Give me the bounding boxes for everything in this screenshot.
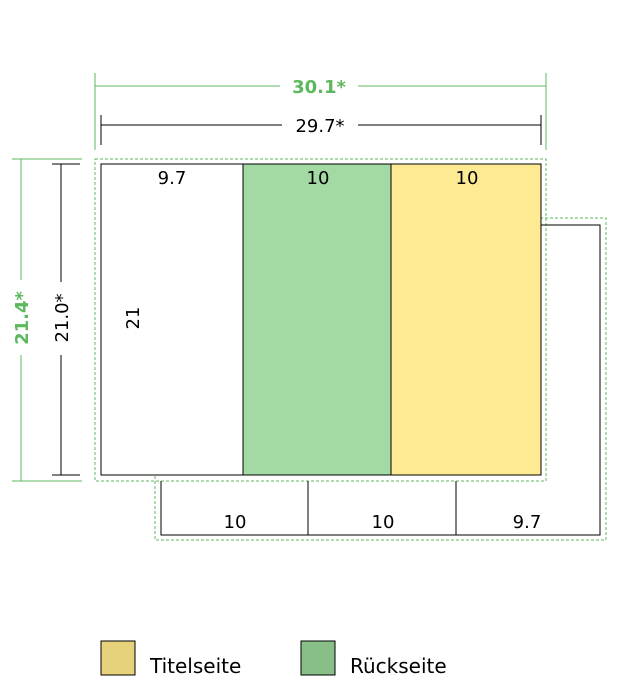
height-dimension: 21.0* (52, 163, 80, 476)
front-sheet-bleed-outline (94, 158, 547, 482)
panel-middle-width-label: 10 (307, 168, 330, 189)
legend-label-rueckseite: Rückseite (350, 654, 447, 678)
legend-swatch-titelseite (100, 640, 136, 676)
height-bleed-label: 21.4* (12, 291, 33, 345)
panel-left (100, 163, 244, 476)
height-label: 21.0* (52, 293, 73, 342)
legend: Titelseite Rückseite (100, 640, 447, 678)
panel-left-width-label: 9.7 (158, 168, 187, 189)
back-panel-2-label: 10 (372, 512, 395, 533)
width-bleed-dimension: 30.1* (94, 73, 547, 150)
legend-label-titelseite: Titelseite (149, 654, 241, 678)
panel-right-width-label: 10 (456, 168, 479, 189)
panel-right (390, 163, 542, 476)
back-panel-1-label: 10 (224, 512, 247, 533)
back-panel-3-label: 9.7 (513, 512, 542, 533)
width-label: 29.7* (295, 116, 344, 137)
legend-swatch-rueckseite (300, 640, 336, 676)
back-sheet-outline (160, 224, 601, 536)
height-bleed-dimension: 21.4* (12, 158, 82, 482)
width-bleed-label: 30.1* (292, 77, 346, 98)
width-dimension: 29.7* (100, 115, 542, 145)
panel-height-label: 21 (123, 307, 144, 330)
panel-middle (242, 163, 392, 476)
